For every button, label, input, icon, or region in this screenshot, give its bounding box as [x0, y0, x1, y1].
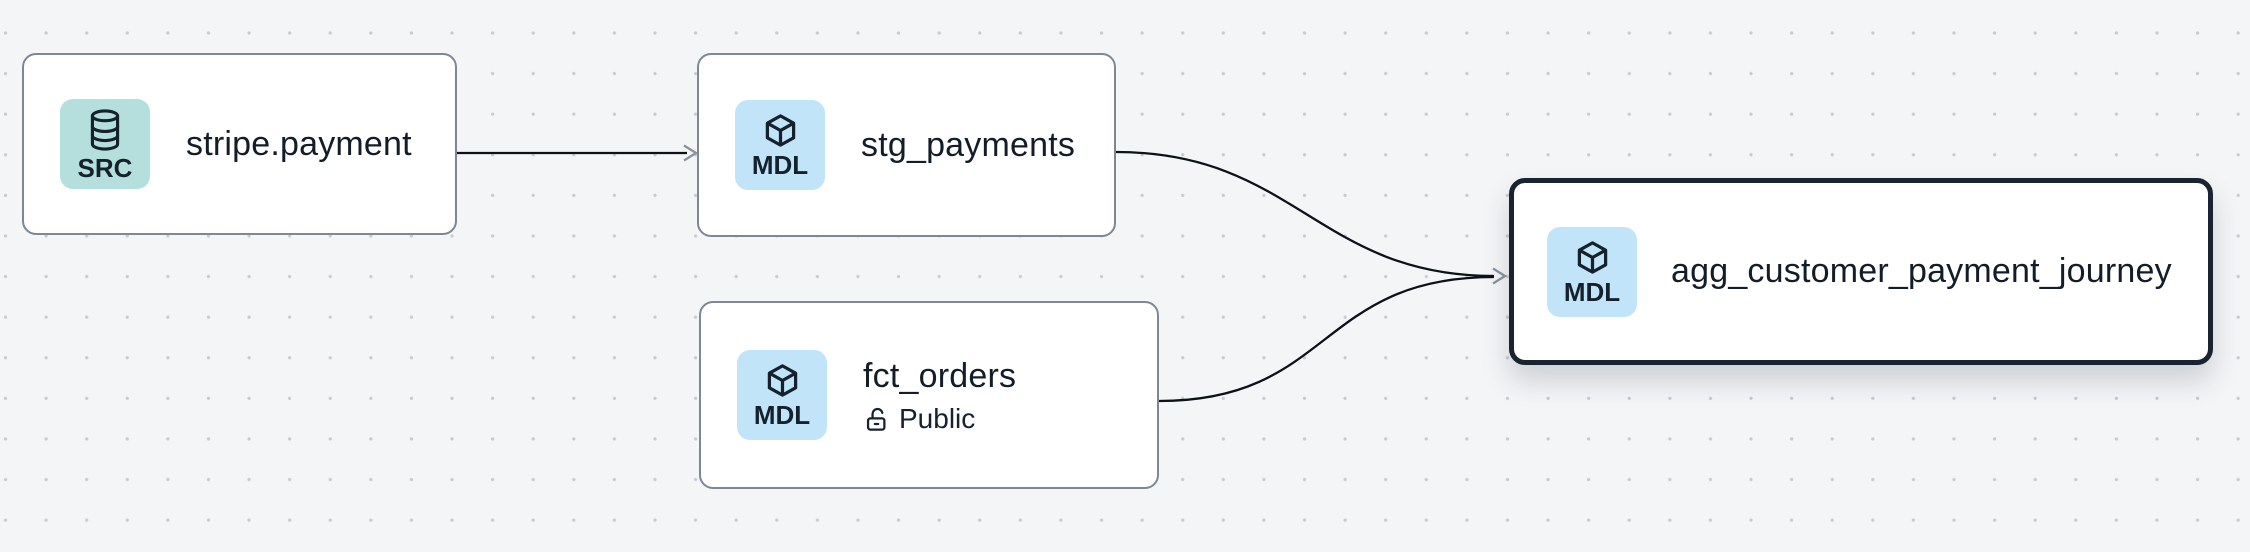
database-icon	[90, 108, 120, 151]
arrowhead-agg	[1492, 267, 1508, 285]
node-title: stg_payments	[861, 125, 1076, 164]
model-type-badge: MDL	[735, 100, 825, 190]
access-row: Public	[863, 405, 1016, 434]
box-icon	[767, 364, 797, 397]
node-title: fct_orders	[863, 356, 1017, 395]
node-title: stripe.payment	[186, 124, 412, 163]
node-agg-customer-payment-journey[interactable]: MDL agg_customer_payment_journey	[1509, 178, 2213, 365]
node-title: agg_customer_payment_journey	[1671, 252, 2172, 290]
badge-label: SRC	[77, 152, 133, 183]
badge-label: MDL	[1563, 276, 1621, 307]
edge-stg-to-agg	[1115, 150, 1495, 278]
source-type-badge: SRC	[60, 99, 150, 189]
node-stg-payments[interactable]: MDL stg_payments	[697, 53, 1116, 237]
unlock-icon	[866, 407, 886, 431]
box-icon	[765, 114, 795, 147]
model-type-badge: MDL	[1547, 226, 1637, 317]
edge-fct-to-agg	[1158, 275, 1495, 403]
access-label: Public	[899, 403, 976, 434]
box-icon	[1577, 240, 1607, 274]
badge-label: MDL	[751, 150, 809, 180]
node-stripe-payment[interactable]: SRC stripe.payment	[22, 53, 457, 235]
badge-label: MDL	[753, 400, 811, 430]
node-fct-orders[interactable]: MDL fct_orders Public	[699, 301, 1159, 489]
arrowhead-stg	[683, 144, 699, 162]
model-type-badge: MDL	[737, 350, 827, 440]
